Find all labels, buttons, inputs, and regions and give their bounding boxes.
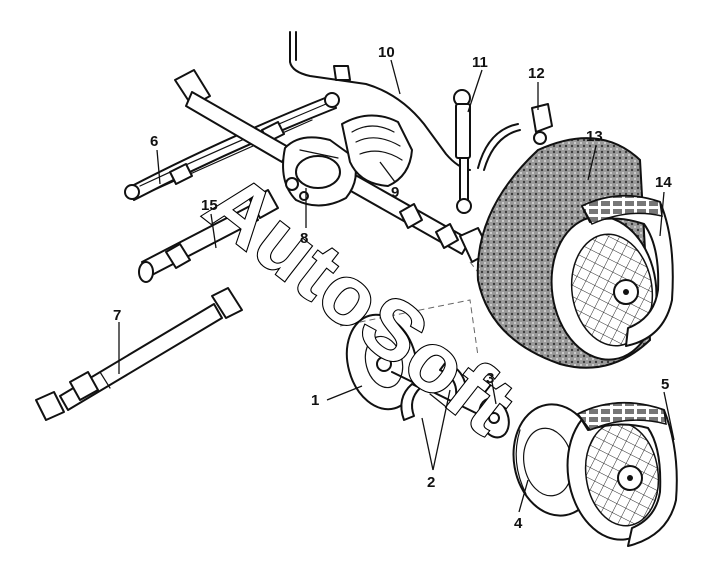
- callout-13: 13: [586, 128, 603, 145]
- callout-3: 3: [486, 370, 494, 387]
- watermark-text: AutoSoft: [189, 155, 533, 452]
- callout-12: 12: [528, 65, 545, 82]
- differential-housing: [282, 136, 357, 207]
- axle-shaft-hub: [391, 371, 510, 439]
- differential-cover: [341, 114, 413, 187]
- callout-labels: 1 2 3 4 5 6 7 8 9 10 11 12 13 14 15: [113, 44, 672, 532]
- callout-9: 9: [391, 184, 399, 201]
- tire-cover-upper: [580, 194, 674, 347]
- brake-backing-plate: [345, 313, 419, 411]
- wheel-rim-upper: [550, 215, 658, 361]
- callout-8: 8: [300, 230, 308, 247]
- stabilizer-bar: [289, 31, 471, 171]
- leader-lines: [118, 59, 675, 513]
- callout-5: 5: [661, 376, 669, 393]
- callout-11: 11: [472, 54, 488, 71]
- axle-housing: [174, 69, 491, 263]
- brake-shoes: [400, 361, 468, 421]
- callout-2: 2: [427, 474, 435, 491]
- assembly-line-left: [339, 299, 479, 357]
- shock-absorber: [453, 89, 472, 214]
- stabilizer-link: [477, 103, 553, 171]
- callout-10: 10: [378, 44, 395, 61]
- callout-7: 7: [113, 307, 121, 324]
- callout-15: 15: [201, 197, 218, 214]
- propeller-shaft-upper: [138, 189, 279, 283]
- tire-cover-lower: [576, 401, 678, 547]
- callout-14: 14: [655, 174, 672, 191]
- callout-1: 1: [311, 392, 319, 409]
- callout-4: 4: [514, 515, 523, 532]
- propeller-shaft-lower: [35, 287, 243, 421]
- callout-6: 6: [150, 133, 158, 150]
- leaf-spring: [124, 92, 340, 201]
- wheel-rim-lower: [566, 403, 666, 541]
